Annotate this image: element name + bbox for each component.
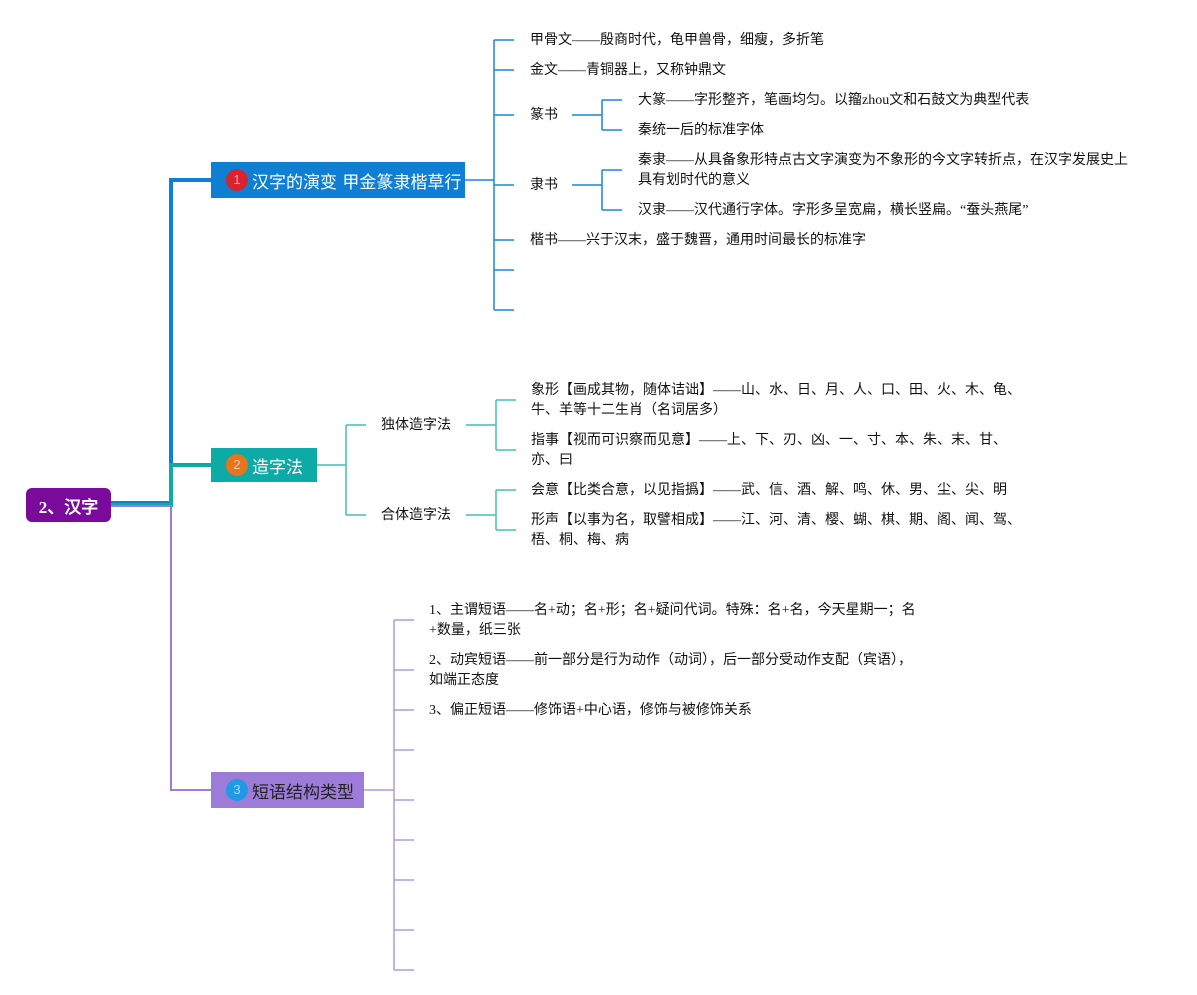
leaf-hanli[interactable]: 汉隶——汉代通行字体。字形多呈宽扁，横长竖扁。“蚕头燕尾” — [638, 203, 1029, 218]
topic-character-formation[interactable]: 2 造字法 — [211, 448, 317, 482]
topic-character-formation-label: 造字法 — [252, 457, 303, 478]
number-badge-2: 2 — [226, 454, 248, 476]
connector-root-b1 — [111, 178, 211, 505]
number-badge-3: 3 — [226, 779, 248, 801]
leaf-subject-predicate[interactable]: 1、主谓短语——名+动；名+形；名+疑问代词。特殊：名+名，今天星期一；名+数量… — [429, 603, 916, 638]
topic-evolution-label: 汉字的演变 甲金篆隶楷草行 — [252, 172, 462, 193]
subtopic-compound[interactable]: 合体造字法 — [381, 508, 451, 523]
leaf-zhishi[interactable]: 指事【视而可识察而见意】——上、下、刃、凶、一、寸、本、朱、末、甘、亦、曰 — [531, 433, 1007, 468]
leaf-xiangxing[interactable]: 象形【画成其物，随体诘诎】——山、水、日、月、人、口、田、火、木、龟、牛、羊等十… — [531, 383, 1021, 418]
subtopic-single-body[interactable]: 独体造字法 — [381, 418, 451, 433]
topic-phrase-structure[interactable]: 3 短语结构类型 — [211, 772, 364, 808]
leaf-jinwen[interactable]: 金文——青铜器上，又称钟鼎文 — [530, 63, 726, 78]
connector-root-b2 — [111, 463, 211, 507]
leaf-modifier-head[interactable]: 3、偏正短语——修饰语+中心语，修饰与被修饰关系 — [429, 703, 752, 718]
leaf-huiyi[interactable]: 会意【比类合意，以见指撝】——武、信、酒、解、鸣、休、男、尘、尖、明 — [531, 483, 1007, 498]
leaf-verb-object[interactable]: 2、动宾短语——前一部分是行为动作（动词），后一部分受动作支配（宾语），如端正态… — [429, 653, 912, 688]
topic-evolution[interactable]: 1 汉字的演变 甲金篆隶楷草行 — [211, 162, 465, 198]
number-badge-1: 1 — [226, 169, 248, 191]
leaf-dazhuan[interactable]: 大篆——字形整齐，笔画均匀。以籀zhou文和石鼓文为典型代表 — [638, 93, 1030, 108]
root-topic[interactable]: 2、汉字 — [26, 488, 111, 522]
leaf-qinli[interactable]: 秦隶——从具备象形特点古文字演变为不象形的今文字转折点，在汉字发展史上具有划时代… — [638, 153, 1128, 188]
connectors-branch-3 — [364, 619, 414, 971]
connectors-branch-1 — [465, 39, 622, 311]
subtopic-lishu[interactable]: 隶书 — [530, 178, 558, 193]
connectors-branch-2 — [317, 399, 516, 531]
subtopic-zhuanshu[interactable]: 篆书 — [530, 108, 558, 123]
connector-root-b3 — [111, 505, 211, 791]
leaf-jiaguwen[interactable]: 甲骨文——殷商时代，龟甲兽骨，细瘦，多折笔 — [530, 33, 824, 48]
topic-phrase-structure-label: 短语结构类型 — [252, 782, 354, 803]
leaf-xiaozhuan[interactable]: 秦统一后的标准字体 — [638, 123, 764, 138]
leaf-kaishu[interactable]: 楷书——兴于汉末，盛于魏晋，通用时间最长的标准字 — [530, 233, 866, 248]
leaf-xingsheng[interactable]: 形声【以事为名，取譬相成】——江、河、清、樱、蝴、棋、期、阁、闻、驾、梧、桐、梅… — [531, 513, 1021, 548]
